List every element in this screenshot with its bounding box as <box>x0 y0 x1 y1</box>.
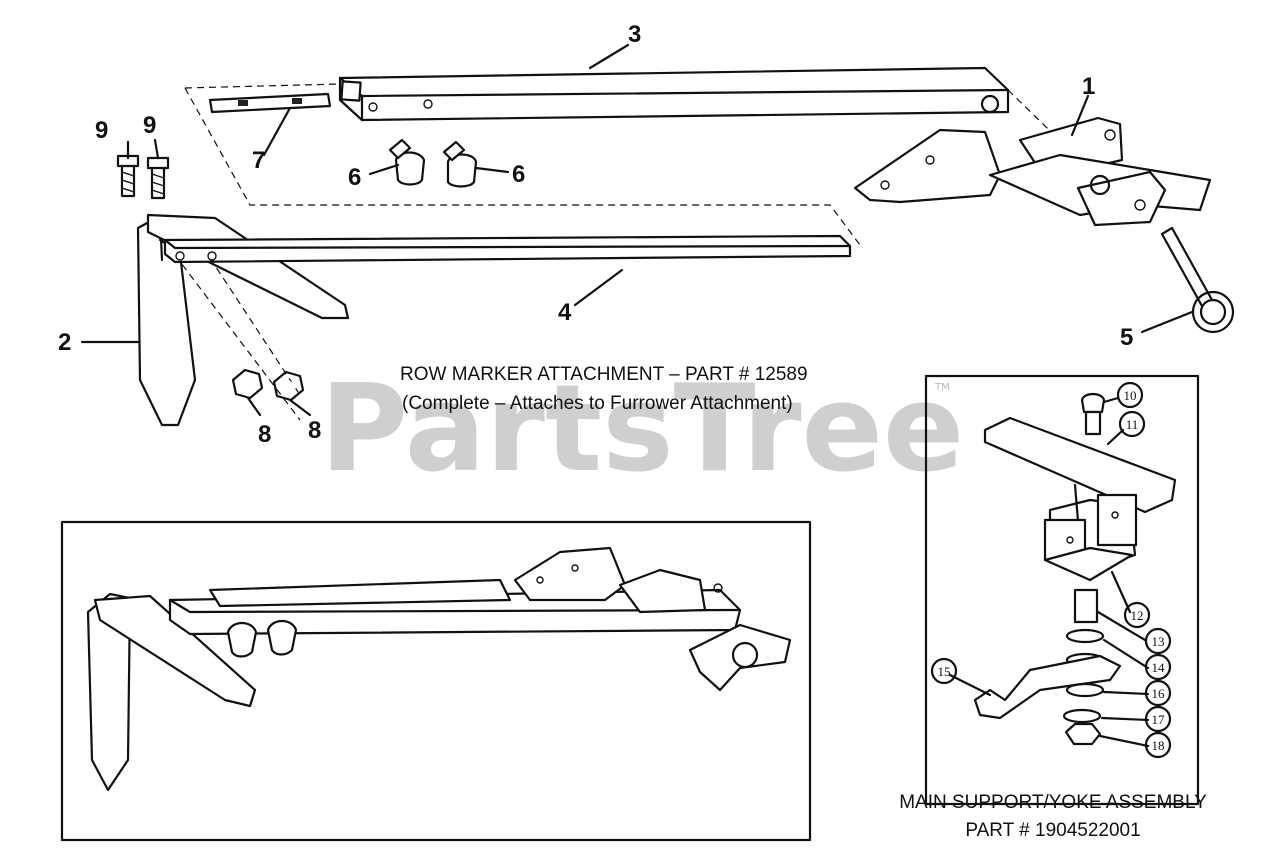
svg-text:10: 10 <box>1124 388 1137 403</box>
inset-bubble-13: 13 <box>1144 627 1172 655</box>
callout-5: 5 <box>1120 324 1133 351</box>
inset-bubble-14: 14 <box>1144 653 1172 681</box>
inset-bubble-17: 17 <box>1144 705 1172 733</box>
part-3-upper-tube <box>338 66 1010 122</box>
part-4-lower-tube <box>163 234 852 264</box>
watermark-text: PartsTree <box>320 360 964 499</box>
inset-caption-line1: MAIN SUPPORT/YOKE ASSEMBLY <box>899 792 1207 813</box>
part-8-nuts <box>231 368 305 402</box>
svg-text:12: 12 <box>1131 608 1144 623</box>
callout-3: 3 <box>628 21 641 48</box>
part-1-bracket <box>853 116 1212 227</box>
svg-text:16: 16 <box>1152 686 1166 701</box>
main-caption-line1: ROW MARKER ATTACHMENT – PART # 12589 <box>400 364 808 385</box>
inset-yoke-assembly: 10 11 12 13 14 15 16 17 18 <box>924 374 1200 806</box>
callout-2: 2 <box>58 329 71 356</box>
watermark-tm: TM <box>934 382 950 393</box>
callout-9a: 9 <box>95 117 108 144</box>
svg-text:15: 15 <box>938 664 951 679</box>
svg-text:13: 13 <box>1152 634 1165 649</box>
part-6-thumb-screws <box>388 138 478 188</box>
inset-bubble-15: 15 <box>930 657 958 685</box>
part-7-plate <box>208 92 332 114</box>
watermark: PartsTree TM <box>320 360 964 499</box>
inset-bubble-11: 11 <box>1118 410 1146 438</box>
part-9-bolts <box>116 154 170 200</box>
inset-bubble-18: 18 <box>1144 731 1172 759</box>
callout-1: 1 <box>1082 73 1095 100</box>
svg-text:18: 18 <box>1152 738 1165 753</box>
callout-labels: 3 1 2 4 5 6 6 7 8 8 9 9 <box>58 21 1133 448</box>
inset-caption-line2: PART # 1904522001 <box>965 820 1140 841</box>
inset-caption: MAIN SUPPORT/YOKE ASSEMBLY PART # 190452… <box>899 792 1207 841</box>
callout-6b: 6 <box>512 161 525 188</box>
svg-text:14: 14 <box>1152 660 1166 675</box>
assembled-view <box>60 520 812 842</box>
callout-8a: 8 <box>258 421 271 448</box>
inset-bubble-16: 16 <box>1144 679 1172 707</box>
svg-text:11: 11 <box>1126 417 1139 432</box>
callout-4: 4 <box>558 299 572 326</box>
leader-lines <box>80 43 1194 417</box>
part-5-hitch-pin <box>1160 226 1235 334</box>
callout-8b: 8 <box>308 417 321 444</box>
svg-text:17: 17 <box>1152 712 1166 727</box>
inset-bubble-12: 12 <box>1123 601 1151 629</box>
callout-7: 7 <box>252 147 265 174</box>
main-caption-line2: (Complete – Attaches to Furrower Attachm… <box>402 393 793 414</box>
main-caption: ROW MARKER ATTACHMENT – PART # 12589 (Co… <box>400 364 808 414</box>
inset-bubble-10: 10 <box>1116 381 1144 409</box>
callout-6a: 6 <box>348 164 361 191</box>
callout-9b: 9 <box>143 112 156 139</box>
